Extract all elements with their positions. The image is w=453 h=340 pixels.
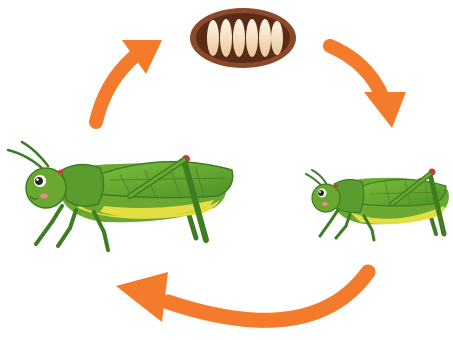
- egg-pod-icon: [190, 8, 296, 68]
- arrow-adult-to-egg: [96, 40, 162, 122]
- grasshopper-adult-icon: [8, 142, 233, 250]
- grasshopper-nymph-icon: [306, 169, 449, 241]
- arrow-egg-to-nymph: [330, 46, 406, 128]
- arrow-nymph-to-adult: [116, 272, 368, 322]
